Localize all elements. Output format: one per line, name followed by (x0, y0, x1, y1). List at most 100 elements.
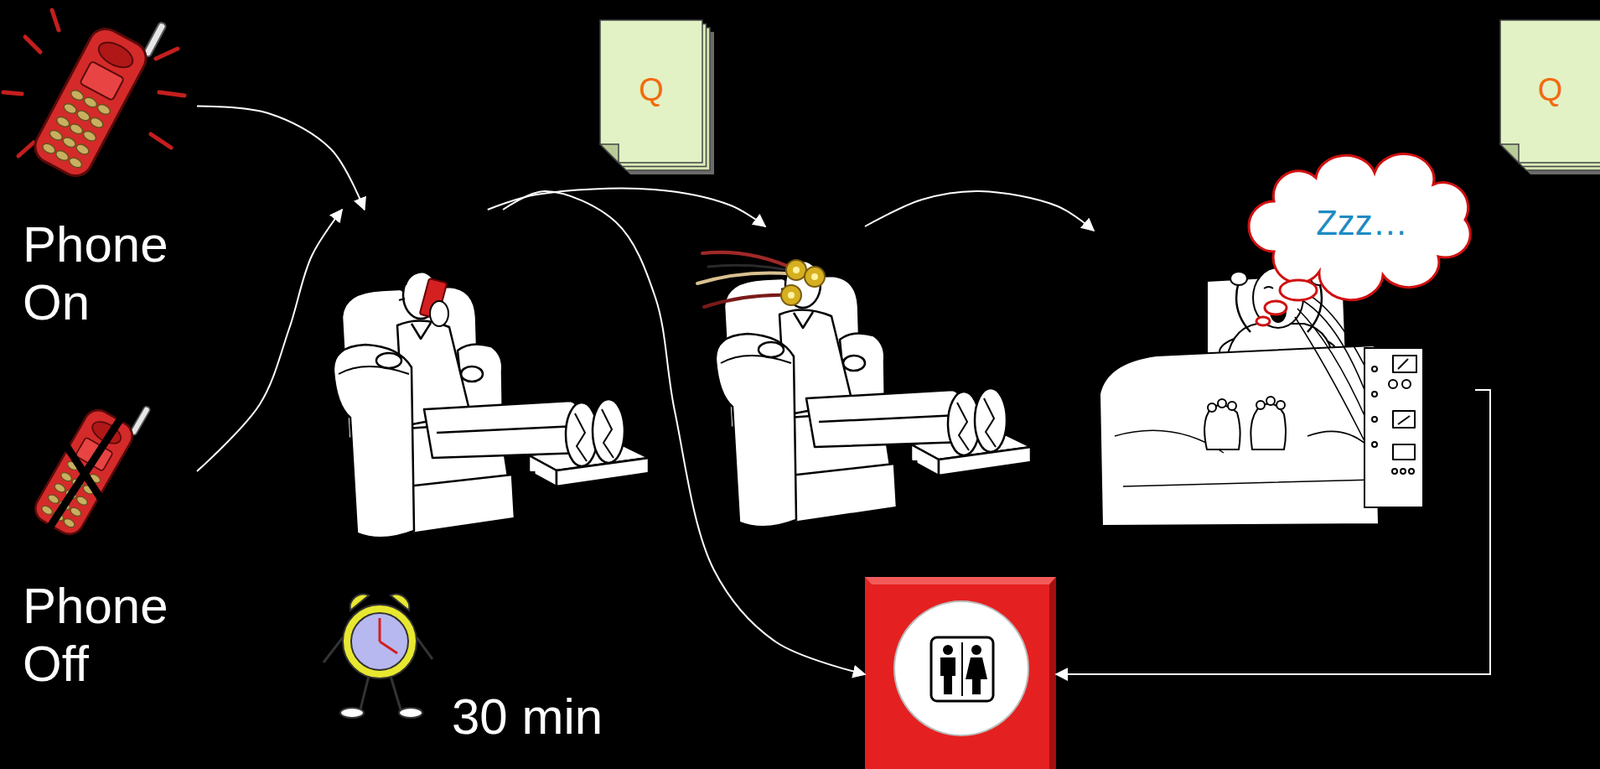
flow-arrow (487, 188, 766, 227)
phone-off-node: Phone Off (16, 389, 197, 709)
small-bubble (1279, 279, 1317, 301)
restroom-node (864, 576, 1057, 769)
clock-foot (398, 707, 423, 718)
phone-at-ear (419, 278, 449, 327)
fist (1230, 271, 1248, 285)
questionnaire (600, 20, 715, 175)
sign-disc (894, 600, 1029, 736)
display (1392, 444, 1415, 460)
phone-silent (30, 382, 151, 539)
thought-bubble (1248, 154, 1471, 326)
questionnaire-letter: Q (600, 72, 703, 109)
toe (1207, 403, 1217, 412)
restroom-sign (864, 576, 1057, 769)
phone-off-icon (30, 382, 151, 539)
toe (1227, 401, 1237, 410)
person-on-phone (333, 271, 649, 538)
toe (1256, 400, 1265, 410)
sign-bevel (1049, 576, 1057, 769)
knob (1408, 468, 1414, 474)
clock-foot (340, 707, 364, 718)
sign-panel (864, 576, 1057, 769)
phone-ringing (29, 0, 167, 182)
electrode-dot (792, 266, 800, 274)
ring-line (51, 10, 59, 31)
socket (1372, 416, 1378, 422)
electrode (781, 284, 802, 306)
knob (1392, 468, 1398, 474)
sign-bevel (864, 576, 1057, 585)
meter (1392, 410, 1415, 428)
person-with-electrodes (715, 260, 1031, 527)
socket (1372, 391, 1378, 397)
meter-needle (1398, 415, 1410, 425)
duration-label: 30 min (451, 687, 645, 746)
wire (704, 295, 792, 307)
recording-machine (1364, 347, 1424, 508)
clock-face (351, 612, 409, 670)
electrode-stage (712, 226, 1031, 554)
condition-label: Phone On (22, 215, 187, 332)
woman-head (971, 644, 982, 655)
meter (1392, 355, 1417, 373)
toe (1266, 396, 1275, 405)
questionnaire-letter: Q (1500, 72, 1600, 109)
hand (429, 300, 449, 327)
electrodes (697, 252, 825, 307)
thought-text: Zzz… (1307, 202, 1417, 244)
electrode-dot (787, 291, 795, 299)
flow-arrow (196, 209, 342, 472)
clock-legs (360, 675, 401, 710)
phone-on-icon (3, 0, 185, 182)
sensor-wires (1294, 289, 1367, 445)
socket (1372, 441, 1378, 447)
man-head (942, 644, 953, 655)
ring-line (159, 92, 185, 96)
questionnaire-node: Q (600, 20, 715, 176)
small-bubble (1264, 300, 1287, 315)
sleep-stage: Zzz… (1093, 170, 1476, 528)
clock-ring (342, 604, 417, 679)
condition-label: Phone Off (22, 576, 187, 693)
flow-arrow (864, 191, 1094, 231)
meter-needle (1398, 358, 1409, 369)
man-body (940, 657, 956, 694)
electrode (804, 266, 825, 287)
ring-line (25, 36, 41, 52)
ring-line (155, 48, 178, 59)
ring-line (18, 142, 34, 156)
alarm-clock (323, 594, 433, 718)
wire (702, 252, 797, 270)
electrode (786, 259, 807, 280)
pictogram-frame (931, 636, 994, 701)
blanket (1099, 345, 1379, 526)
flow-arrow (502, 191, 865, 674)
ring-line (3, 92, 22, 94)
knob (1402, 379, 1411, 389)
blanket-folds (1114, 429, 1375, 487)
exposure-stage: 30 min (310, 209, 650, 746)
electrode-dot (811, 273, 819, 280)
knob (1388, 379, 1398, 389)
questionnaire (1500, 20, 1600, 175)
foot (1250, 403, 1286, 450)
clock-hands (379, 617, 398, 653)
toe (1217, 398, 1227, 408)
toe (1276, 400, 1285, 410)
questionnaire-node: Q (1500, 20, 1600, 176)
small-bubble (1256, 316, 1270, 326)
flow-arrow (1056, 389, 1491, 674)
knob (1400, 468, 1406, 474)
phone-on-node: Phone On (16, 4, 197, 344)
woman-body (965, 657, 988, 694)
socket (1372, 366, 1378, 372)
cloud (1248, 154, 1471, 301)
flow-arrow (196, 106, 365, 211)
pictogram-divider (961, 642, 964, 696)
cross-mark (43, 410, 126, 537)
ring-line (150, 134, 171, 148)
